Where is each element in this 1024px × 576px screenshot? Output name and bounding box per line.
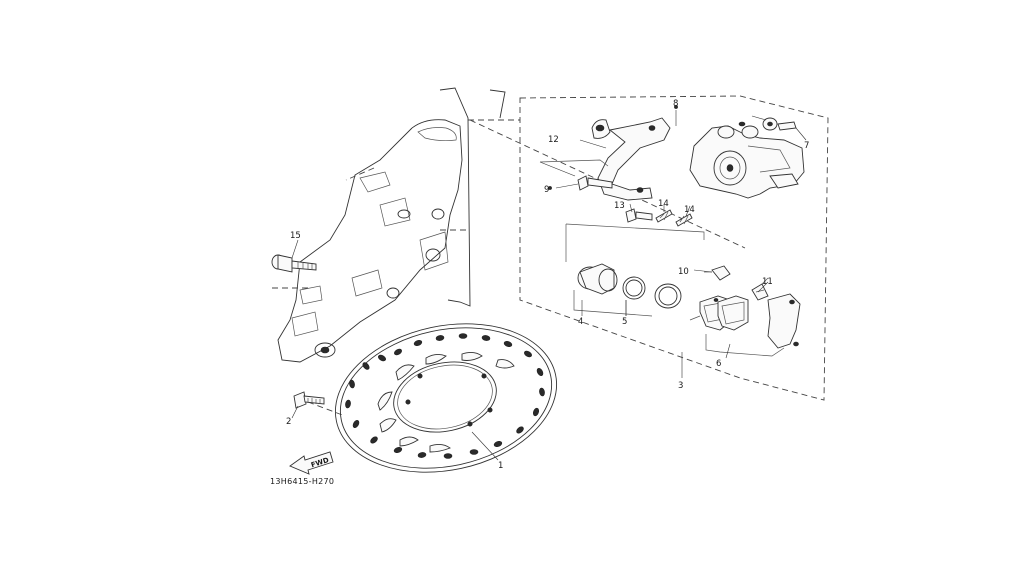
- callout-3-caliper-assembly: 3: [678, 381, 683, 391]
- callout-5-seals: 5: [622, 317, 627, 327]
- callout-7-bleed-screw: 7: [804, 141, 809, 151]
- bleed-screw: [751, 115, 807, 141]
- callout-12-bracket: 12: [548, 135, 559, 145]
- fork-bolt: [271, 254, 317, 273]
- caliper-body: [689, 121, 805, 199]
- callout-11-spring: 11: [762, 277, 773, 287]
- brake-disc: [334, 323, 558, 473]
- callout-4-piston: 4: [578, 317, 583, 327]
- callout-13-bolt: 13: [614, 201, 625, 211]
- callout-10-clip: 10: [678, 267, 689, 277]
- callout-labels: 1 2 3 4 5 6 7 8 9 10 11 12 13 14 14 15: [286, 99, 809, 471]
- callout-2-disc-bolt: 2: [286, 417, 291, 427]
- bolt-and-pins: [625, 208, 693, 227]
- pad-spring: [751, 277, 769, 301]
- drawing-code: 13H6415-H270: [270, 477, 334, 486]
- caliper-bracket: [591, 105, 678, 201]
- callout-6-pads: 6: [716, 359, 721, 369]
- callout-1-disc: 1: [498, 461, 503, 471]
- pad-clip: [704, 265, 731, 281]
- callout-14-pin-a: 14: [658, 199, 669, 209]
- callout-15-fork-bolt: 15: [290, 231, 301, 241]
- callout-14-pin-b: 14: [684, 205, 695, 215]
- forward-arrow: FWD: [289, 451, 334, 475]
- brake-pads: [689, 293, 801, 357]
- callout-9-pin: 9: [544, 185, 549, 195]
- disc-bolt: [293, 391, 325, 409]
- front-fork: [270, 87, 506, 417]
- callout-8-bracket-bolt: 8: [673, 99, 678, 109]
- pin-bolt: [539, 159, 613, 191]
- leader-lines: [291, 139, 769, 461]
